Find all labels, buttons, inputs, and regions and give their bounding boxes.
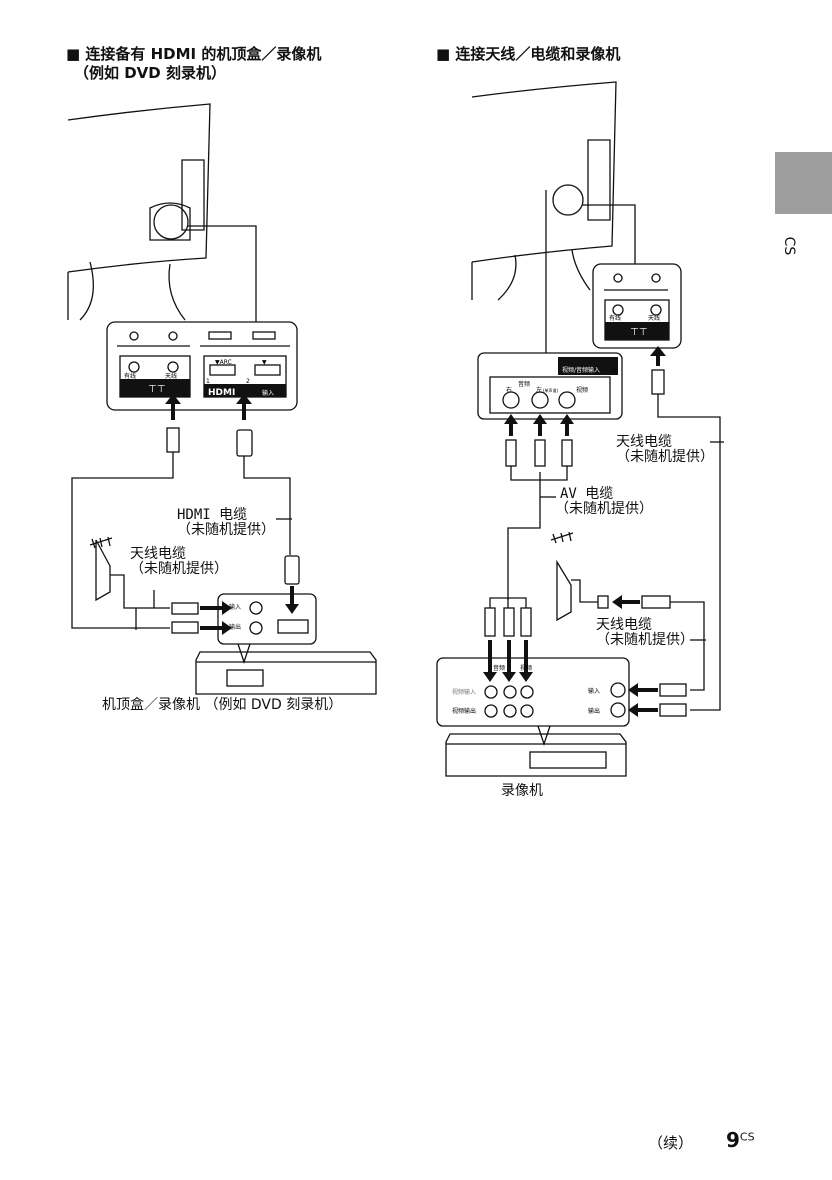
page-number-value: 9	[726, 1128, 740, 1152]
av-left-label: 左	[536, 386, 542, 394]
left-panel-antenna-label: 天线	[165, 372, 177, 380]
svg-text:⊤⊤: ⊤⊤	[630, 327, 647, 338]
page-number-suffix: CS	[739, 1130, 755, 1144]
hdmi-num1: 1	[206, 378, 210, 385]
right-tv-outline	[471, 81, 617, 263]
right-panel-cable-label: 有线	[609, 314, 621, 322]
left-heading-line2: （例如 DVD 刻录机）	[74, 64, 226, 82]
box-in-label: 输入	[229, 604, 242, 611]
av-header-label: 视频/音频输入	[562, 366, 600, 374]
av-num-label: 1	[612, 367, 616, 374]
right-av-panel	[477, 352, 623, 420]
right-tv-port-zoom	[552, 184, 584, 216]
right-panel-antenna-label: 天线	[648, 314, 660, 322]
left-antenna-cable-label1: 天线电缆	[130, 546, 186, 562]
page-number: 9CS	[726, 1128, 755, 1152]
hdmi-num2: 2	[246, 378, 250, 385]
left-tv-port-zoom	[153, 204, 189, 240]
left-antenna-cable-label2: （未随机提供）	[130, 561, 228, 577]
svg-text:⊤⊤: ⊤⊤	[148, 384, 165, 395]
vcr-audio-label: 音频	[493, 664, 505, 672]
hdmi-cable-label2: （未随机提供）	[177, 522, 275, 538]
right-caption: 录像机	[501, 783, 543, 799]
continued-label: （续）	[648, 1134, 694, 1152]
right-antenna-cable2-label2: （未随机提供）	[596, 632, 694, 648]
vcr-video-out-label: 视频输出	[452, 707, 476, 715]
left-tv-panel	[106, 321, 298, 411]
av-cable-label1: AV 电缆	[560, 486, 614, 502]
right-heading: ■ 连接天线／电缆和录像机	[436, 45, 621, 63]
hdmi-cable-label1: HDMI 电缆	[177, 507, 248, 523]
right-antenna-cable2-label1: 天线电缆	[596, 617, 652, 633]
av-mono-label: (单声道)	[543, 387, 559, 393]
right-tv-panel	[592, 263, 682, 349]
vcr-in-label: 输入	[588, 687, 600, 695]
hdmi-arc-label: ▼ARC	[215, 359, 232, 366]
hdmi-logo: HDMI	[208, 388, 235, 398]
left-caption: 机顶盒／录像机 （例如 DVD 刻录机）	[102, 697, 343, 713]
hdmi-port2-label: ▼	[262, 359, 267, 366]
box-out-label: 输出	[229, 624, 242, 631]
vcr-video-label: 视频	[520, 664, 532, 672]
left-panel-cable-label: 有线	[124, 372, 136, 380]
av-video-label: 视频	[576, 386, 588, 394]
vcr-out-label: 输出	[588, 707, 600, 715]
language-tab	[775, 152, 832, 214]
vcr-video-in-label: 视频输入	[452, 688, 476, 696]
av-audio-label: 音频	[518, 380, 530, 388]
right-antenna-cable1-label1: 天线电缆	[616, 434, 672, 450]
right-antenna-cable1-label2: （未随机提供）	[616, 449, 714, 465]
hdmi-input-label: 输入	[262, 389, 274, 397]
left-tv-outline	[67, 103, 211, 273]
av-cable-label2: （未随机提供）	[555, 501, 653, 517]
av-right-label: 右	[506, 386, 512, 394]
left-heading-line1: ■ 连接备有 HDMI 的机顶盒／录像机	[66, 45, 322, 63]
